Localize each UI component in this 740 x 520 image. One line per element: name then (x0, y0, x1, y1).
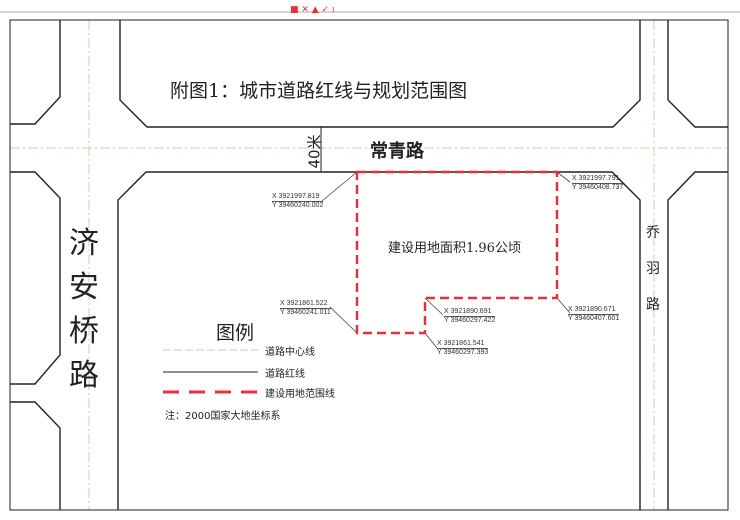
legend-label-centerline: 道路中心线 (265, 347, 315, 358)
road-width-label: 40米 (305, 134, 324, 169)
road-width-dimension (317, 126, 325, 173)
legend-title: 图例 (216, 322, 255, 344)
map-title: 附图1：城市道路红线与规划范围图 (170, 80, 468, 102)
road-label-changqing: 常青路 (370, 141, 424, 162)
block-left-2 (10, 401, 61, 510)
block-top-left (10, 20, 61, 125)
coordinate-system-note: 注：2000国家大地坐标系 (165, 411, 281, 422)
block-top-right (667, 20, 728, 128)
site-boundary (355, 170, 559, 335)
block-right (667, 171, 728, 510)
legend-label-boundary: 建设用地范围线 (265, 389, 335, 400)
map-frame (9, 19, 729, 511)
block-top-middle (119, 20, 641, 128)
block-left-1 (10, 171, 61, 385)
road-label-jianqiao: 济安桥路 (69, 226, 99, 393)
road-centerlines (10, 20, 728, 510)
stamp-mark: ■ ✕ ▲ ✓ ı (290, 5, 334, 15)
coordinate-leaders (321, 171, 571, 349)
legend-label-redline: 道路红线 (265, 369, 305, 380)
road-label-qiaoyu: 乔羽路 (646, 225, 660, 313)
site-area-label: 建设用地面积1.96公顷 (388, 241, 521, 256)
block-site (117, 171, 641, 510)
